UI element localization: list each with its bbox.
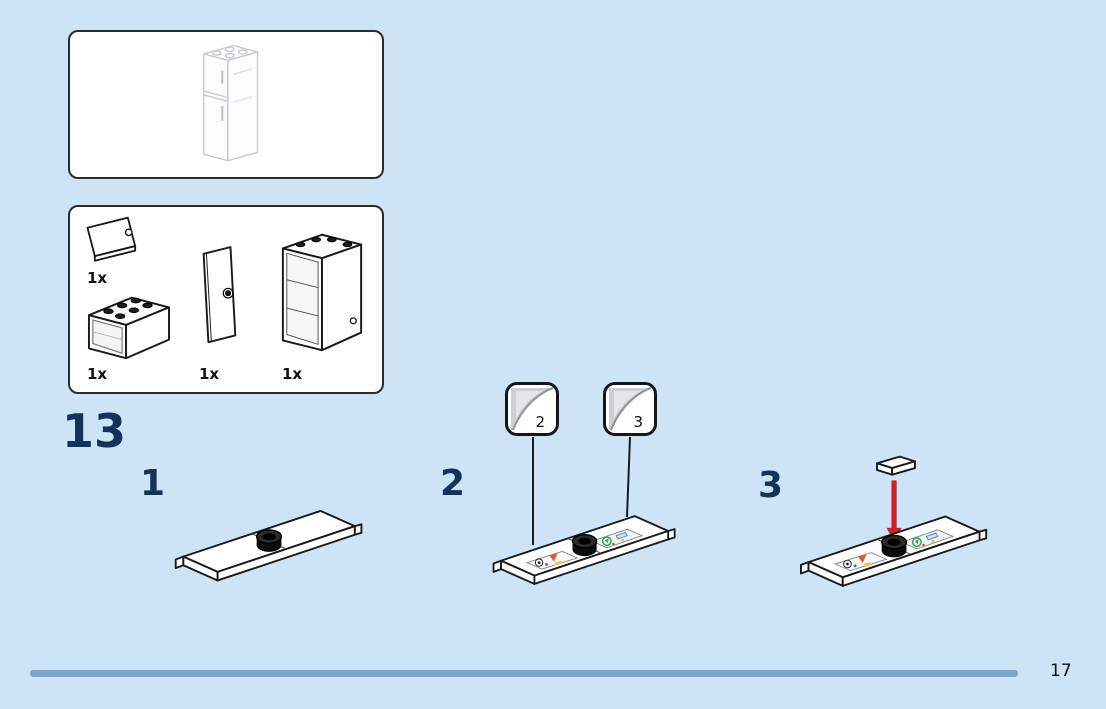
substep-3-number: 3 <box>758 465 784 506</box>
white-tile-part <box>876 455 916 476</box>
substep-1-plate-illustration <box>174 509 363 582</box>
sticker-2-applied <box>525 550 579 570</box>
black-cylinder-part <box>571 534 598 557</box>
panel-part-illustration <box>86 216 137 262</box>
sticker-number: 2 <box>535 413 545 431</box>
sticker-2-applied <box>833 552 888 572</box>
page-number: 17 <box>1050 661 1072 681</box>
container-box-part-illustration <box>87 296 170 360</box>
parts-list-box: 1x 1x <box>68 205 384 394</box>
part-count-label: 1x <box>87 269 108 287</box>
sticker-3-applied <box>590 528 644 549</box>
door-part-illustration <box>202 246 237 344</box>
black-cylinder-part <box>255 529 283 552</box>
black-cylinder-part <box>880 534 908 558</box>
refrigerator-preview-illustration <box>202 44 259 161</box>
sticker-callout-2: 2 <box>505 382 559 436</box>
sticker-callout-3: 3 <box>603 382 657 436</box>
part-count-label: 1x <box>199 365 220 383</box>
substep-2-plate-illustration <box>492 515 676 585</box>
part-count-label: 1x <box>282 365 303 383</box>
model-preview-box <box>68 30 384 179</box>
substep-3-assembly-illustration <box>800 455 988 587</box>
footer-progress-bar <box>30 670 1018 677</box>
part-count-label: 1x <box>87 365 108 383</box>
substep-1-number: 1 <box>140 463 166 504</box>
sticker-number: 3 <box>633 413 643 431</box>
step-number: 13 <box>62 404 127 458</box>
sticker-3-applied <box>900 529 955 550</box>
sticker-peel-icon <box>511 387 554 431</box>
sticker-peel-icon <box>609 387 652 431</box>
cupboard-part-illustration <box>281 233 363 352</box>
substep-2-number: 2 <box>440 463 466 504</box>
